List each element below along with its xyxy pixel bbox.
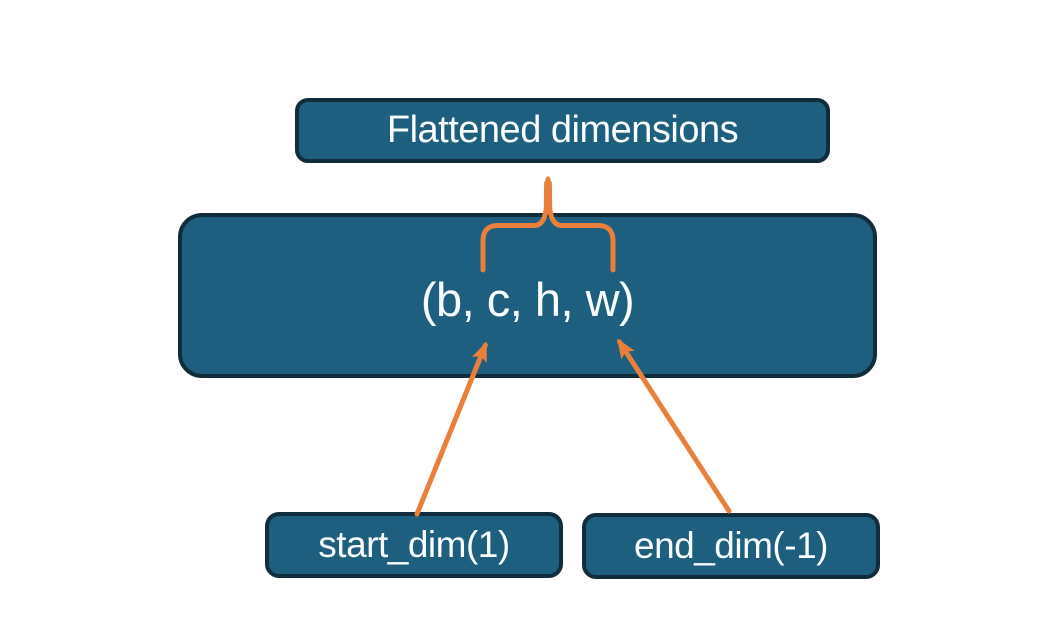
start-dim-label: start_dim(1) bbox=[318, 524, 510, 565]
flattened-dimensions-label: Flattened dimensions bbox=[386, 109, 739, 151]
node-flattened-dimensions: Flattened dimensions bbox=[295, 98, 830, 163]
end-dim-label: end_dim(-1) bbox=[634, 525, 828, 566]
tensor-shape-label: (b, c, h, w) bbox=[420, 273, 635, 326]
node-end-dim: end_dim(-1) bbox=[582, 513, 880, 579]
node-tensor-shape: (b, c, h, w) bbox=[178, 213, 877, 378]
node-start-dim: start_dim(1) bbox=[265, 512, 563, 578]
